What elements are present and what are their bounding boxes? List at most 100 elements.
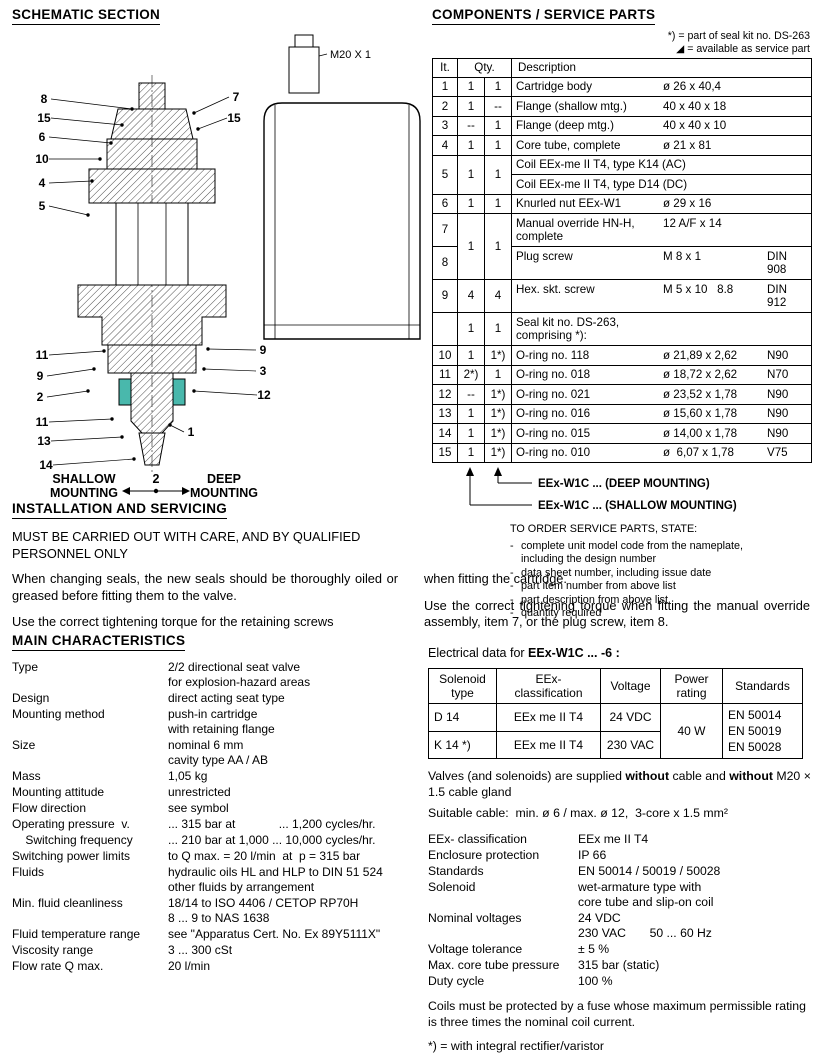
material-text: N90 xyxy=(767,387,789,401)
description-text: Hex. skt. screw xyxy=(516,282,595,296)
callout-dot xyxy=(102,349,106,353)
characteristic-row-label: Design xyxy=(12,691,50,705)
item-number: 3 xyxy=(432,115,458,136)
material-text xyxy=(767,119,807,133)
description-text: Flange (deep mtg.) xyxy=(516,119,614,132)
characteristics-title: MAIN CHARACTERISTICS xyxy=(12,633,186,651)
characteristic-row-value: direct acting seat type xyxy=(168,691,285,705)
order-item: -data sheet number, including issue date xyxy=(510,567,810,581)
item-number: 1 xyxy=(432,76,458,97)
callout-number-8: 8 xyxy=(41,92,48,106)
installation-left-column: When changing seals, the new seals shoul… xyxy=(12,571,398,641)
solenoid-type-cell: D 14 xyxy=(428,703,497,732)
order-item: -quantity required xyxy=(510,607,810,621)
callout-number-2: 2 xyxy=(37,390,44,404)
order-item: -complete unit model code from the namep… xyxy=(510,540,810,567)
callout-number-1: 1 xyxy=(188,425,195,439)
dimension-text: ø 23,52 x 1,78 xyxy=(663,387,738,401)
electrical-title: Electrical data for EEx-W1C ... -6 : xyxy=(428,646,620,660)
m20-leader xyxy=(318,53,328,57)
qty-col1: 1 xyxy=(457,154,485,195)
material-text: N90 xyxy=(767,348,789,362)
part-description: Core tube, complete ø 21 x 81 xyxy=(511,135,812,156)
characteristic-row-label: Switching frequency xyxy=(12,833,133,847)
material-text xyxy=(767,139,807,153)
characteristic-row: Mass 1,05 kg xyxy=(12,769,416,784)
variant-pointer: EEx-W1C ... (DEEP MOUNTING) EEx-W1C ... … xyxy=(466,467,737,512)
qty-col2: 1 xyxy=(484,213,512,280)
callout-leader xyxy=(52,458,135,466)
characteristic-row-label: Fluid temperature range xyxy=(12,927,141,941)
spec-row-label: Solenoid xyxy=(428,880,476,894)
callout-dot xyxy=(202,367,206,371)
coil-variant-ac: Coil EEx-me II T4, type K14 (AC) xyxy=(516,158,686,171)
material-text: V75 xyxy=(767,446,788,459)
order-item-text: part item number from above list xyxy=(521,580,676,592)
characteristic-row-value: see "Apparatus Cert. No. Ex 89Y5111X" xyxy=(168,927,381,941)
coil-variant-dc: Coil EEx-me II T4, type D14 (DC) xyxy=(512,174,811,194)
characteristic-row-value: 1,05 kg xyxy=(168,769,208,783)
characteristic-row: Operating pressure v.... 315 bar at ... … xyxy=(12,817,416,832)
components-notes: *) = part of seal kit no. DS-263 ◢ = ava… xyxy=(432,30,810,56)
part-description: Seal kit no. DS-263, comprising *): xyxy=(511,312,812,346)
description-text: Cartridge body xyxy=(516,80,593,93)
solenoid-type-cell: K 14 *) xyxy=(428,730,497,759)
variant-shallow-label: EEx-W1C ... (SHALLOW MOUNTING) xyxy=(538,500,737,512)
dimension-text: ø 21 x 81 xyxy=(663,138,712,152)
characteristic-row-value: 20 l/min xyxy=(168,959,211,973)
item-number: 2 xyxy=(432,96,458,117)
up-arrow-icon xyxy=(466,467,474,476)
header-standards: Standards xyxy=(722,668,803,704)
characteristic-row-label: Mass xyxy=(12,769,41,783)
callout-dot xyxy=(110,417,114,421)
callout-dot xyxy=(90,179,94,183)
material-text xyxy=(767,316,807,343)
qty-col2: 1*) xyxy=(484,384,512,405)
installation-paragraph: Use the correct tightening torque when f… xyxy=(424,597,810,630)
callout-number-14: 14 xyxy=(39,458,53,472)
item-number: 12 xyxy=(432,384,458,405)
item-number: 13 xyxy=(432,403,458,424)
bullet-dash: - xyxy=(510,593,514,606)
part-description: Flange (deep mtg.)40 x 40 x 10 xyxy=(511,115,812,136)
description-text: O-ring no. 015 xyxy=(516,426,591,440)
spec-row-value: IP 66 xyxy=(578,848,607,862)
callout-dot xyxy=(120,123,124,127)
callout-number-11: 11 xyxy=(36,415,49,429)
characteristic-row-label: Mounting attitude xyxy=(12,785,105,799)
characteristic-row-label: Min. fluid cleanliness xyxy=(12,896,123,910)
seal-kit-note: *) = part of seal kit no. DS-263 xyxy=(667,30,810,42)
callout-dot xyxy=(206,347,210,351)
qty-col2: 4 xyxy=(484,279,512,313)
material-text: N70 xyxy=(767,368,789,381)
fuse-note: Coils must be protected by a fuse whose … xyxy=(428,999,806,1029)
description-text: Core tube, complete xyxy=(516,138,621,152)
material-text xyxy=(767,80,807,94)
description-text: O-ring no. 021 xyxy=(516,387,591,401)
standards-cell: EN 50014 EN 50019 EN 50028 xyxy=(722,703,803,759)
electrical-row: K 14 *) EEx me II T4 230 VAC xyxy=(428,730,803,759)
qty-col1: 1 xyxy=(457,76,485,97)
callout-leader xyxy=(50,98,133,110)
callout-dot xyxy=(98,157,102,161)
description-text: Knurled nut EEx-W1 xyxy=(516,197,622,210)
installation-section: INSTALLATION AND SERVICING MUST BE CARRI… xyxy=(12,500,810,641)
characteristic-row-label: Viscosity range xyxy=(12,943,94,957)
callout-dot xyxy=(86,389,90,393)
supply-note: Valves (and solenoids) are supplied with… xyxy=(428,769,811,799)
characteristic-row-label: Flow rate Q max. xyxy=(12,959,104,973)
installation-paragraph: Use the correct tightening torque for th… xyxy=(12,614,334,629)
callout-number-7: 7 xyxy=(233,90,240,104)
